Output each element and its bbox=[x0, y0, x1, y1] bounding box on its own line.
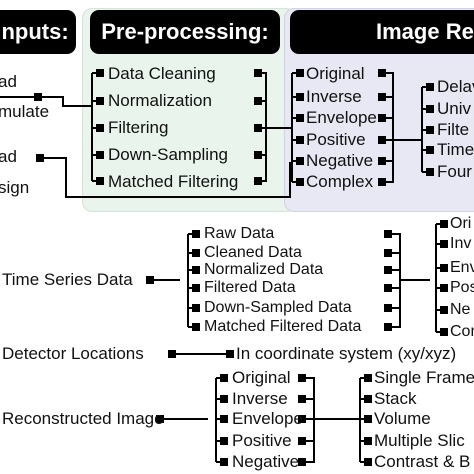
reconstruction-header-text: Image Rec bbox=[376, 19, 474, 44]
time-series-cleaned-data: Cleaned Data bbox=[204, 244, 302, 261]
time-series-output-3: Env bbox=[450, 259, 474, 276]
inputs-header: Inputs: bbox=[0, 10, 76, 54]
input-1-line-1: ad bbox=[0, 72, 17, 91]
recon-output-stack: Stack bbox=[374, 389, 417, 408]
inputs-header-text: Inputs: bbox=[0, 19, 69, 44]
preprocess-down-sampling: Down-Sampling bbox=[108, 145, 228, 164]
detector-locations-label: Detector Locations bbox=[2, 344, 144, 363]
time-series-down-sampled-data: Down-Sampled Data bbox=[204, 299, 352, 316]
image-type-inverse: Inverse bbox=[306, 87, 362, 106]
recon-type-inverse: Inverse bbox=[232, 389, 288, 408]
preprocess-data-cleaning: Data Cleaning bbox=[108, 64, 216, 83]
preprocessing-header-text: Pre-processing: bbox=[101, 19, 269, 44]
recon-type-envelope: Envelope bbox=[232, 409, 303, 428]
detector-locations-value: In coordinate system (xy/xyz) bbox=[236, 344, 457, 363]
image-type-positive: Positive bbox=[306, 130, 366, 149]
time-series-output-4: Pos bbox=[450, 279, 474, 296]
recon-type-negative: Negative bbox=[232, 452, 300, 471]
image-type-envelope: Envelope bbox=[306, 108, 377, 127]
recon-output-contrast: Contrast & B bbox=[374, 452, 471, 471]
recon-output-volume: Volume bbox=[374, 409, 431, 428]
preprocess-filtering: Filtering bbox=[108, 118, 169, 137]
time-series-normalized-data: Normalized Data bbox=[204, 261, 324, 278]
algorithm-item-1: Delav bbox=[437, 77, 474, 96]
algorithm-item-4: Time bbox=[437, 140, 474, 159]
input-2-line-1: ad bbox=[0, 147, 17, 166]
algorithm-item-5: Four bbox=[437, 162, 472, 181]
image-type-negative: Negative bbox=[306, 151, 374, 170]
input-1-line-2: mulate bbox=[0, 102, 50, 121]
recon-output-single-frame: Single Frame bbox=[374, 368, 474, 387]
time-series-filtered-data: Filtered Data bbox=[204, 279, 296, 296]
image-type-original: Original bbox=[306, 64, 365, 83]
preprocessing-header: Pre-processing: bbox=[90, 10, 280, 54]
recon-type-positive: Positive bbox=[232, 431, 292, 450]
time-series-raw-data: Raw Data bbox=[204, 225, 275, 242]
time-series-output-1: Ori bbox=[450, 215, 472, 232]
preprocess-matched-filtering: Matched Filtering bbox=[108, 172, 239, 191]
recon-type-original: Original bbox=[232, 368, 291, 387]
time-series-label: Time Series Data bbox=[2, 270, 133, 289]
reconstructed-image-label: Reconstructed Image bbox=[2, 409, 164, 428]
recon-output-multiple-slices: Multiple Slic bbox=[374, 431, 465, 450]
input-2-line-2: sign bbox=[0, 178, 30, 197]
algorithm-item-2: Univ bbox=[437, 99, 472, 118]
reconstruction-header: Image Rec bbox=[290, 10, 474, 54]
time-series-matched-filtered-data: Matched Filtered Data bbox=[204, 318, 362, 335]
time-series-output-5: Ne bbox=[450, 301, 471, 318]
preprocess-normalization: Normalization bbox=[108, 91, 212, 110]
algorithm-item-3: Filte bbox=[437, 120, 470, 139]
image-type-complex: Complex bbox=[306, 172, 374, 191]
time-series-output-6: Con bbox=[450, 323, 474, 340]
time-series-output-2: Inv bbox=[450, 235, 472, 252]
